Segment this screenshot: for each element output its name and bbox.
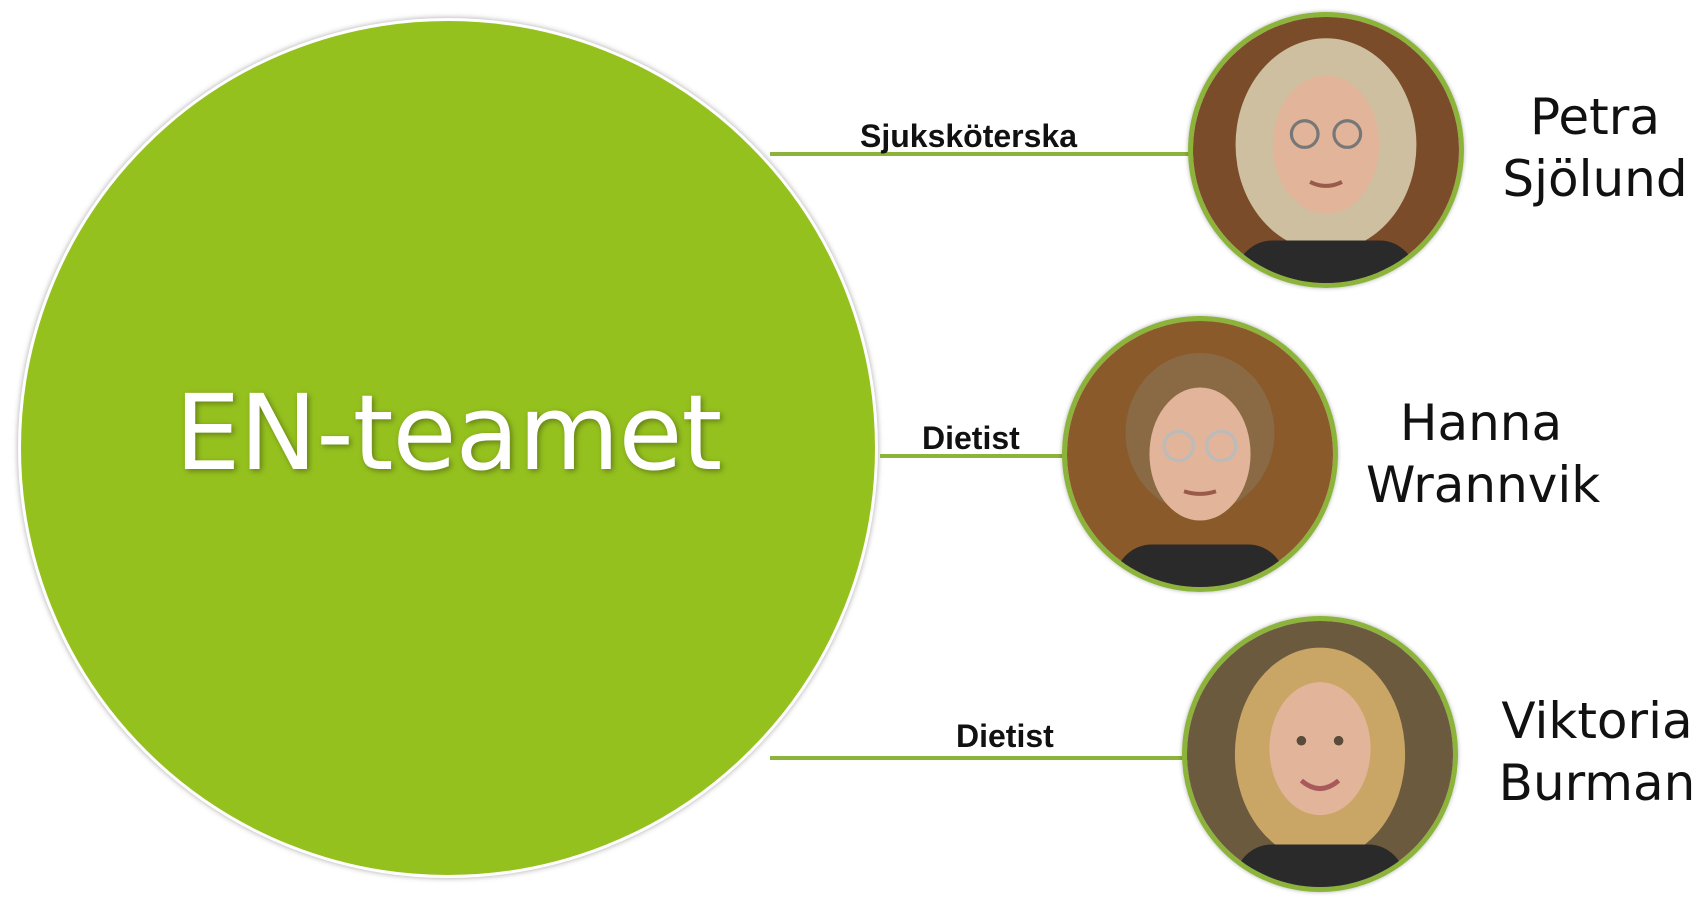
- connector-line-2: [880, 454, 1068, 458]
- team-title: EN-teamet: [174, 372, 723, 494]
- first-name: Hanna: [1399, 394, 1563, 452]
- avatar-1: [1188, 12, 1464, 288]
- role-label-1: Sjuksköterska: [860, 118, 1078, 154]
- portrait-photo: [1193, 17, 1459, 283]
- portrait-photo: [1067, 321, 1333, 587]
- first-name: Petra: [1530, 88, 1660, 146]
- avatar-2: [1062, 316, 1338, 592]
- person-name-1: Petra Sjölund: [1490, 86, 1700, 210]
- person-name-2: Hanna Wrannvik: [1366, 392, 1601, 516]
- team-circle: EN-teamet: [18, 18, 878, 878]
- last-name: Burman: [1498, 754, 1696, 812]
- last-name: Wrannvik: [1366, 456, 1601, 514]
- last-name: Sjölund: [1502, 150, 1688, 208]
- person-name-3: Viktoria Burman: [1490, 690, 1704, 814]
- role-label-2: Dietist: [922, 420, 1020, 456]
- role-label-3: Dietist: [956, 718, 1054, 754]
- connector-line-3: [770, 756, 1190, 760]
- portrait-photo: [1187, 621, 1453, 887]
- connector-line-1: [770, 152, 1195, 156]
- avatar-3: [1182, 616, 1458, 892]
- first-name: Viktoria: [1501, 692, 1693, 750]
